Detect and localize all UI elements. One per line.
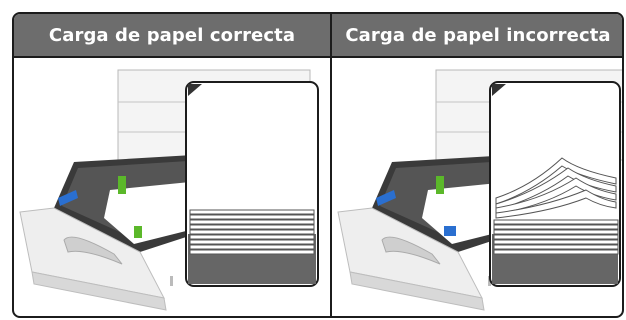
incorrect-stack-inset — [489, 81, 621, 287]
incorrect-tray-illustration — [337, 69, 622, 311]
correct-loading-header: Carga de papel correcta — [14, 14, 330, 58]
paper-loading-figure: Carga de papel correcta Carga de papel i… — [12, 12, 624, 318]
correct-loading-panel — [14, 58, 330, 316]
column-divider — [330, 14, 332, 316]
correct-tray-illustration — [19, 69, 319, 311]
correct-stack-inset — [185, 81, 319, 287]
incorrect-loading-panel — [332, 58, 622, 316]
incorrect-loading-header: Carga de papel incorrecta — [332, 14, 622, 58]
